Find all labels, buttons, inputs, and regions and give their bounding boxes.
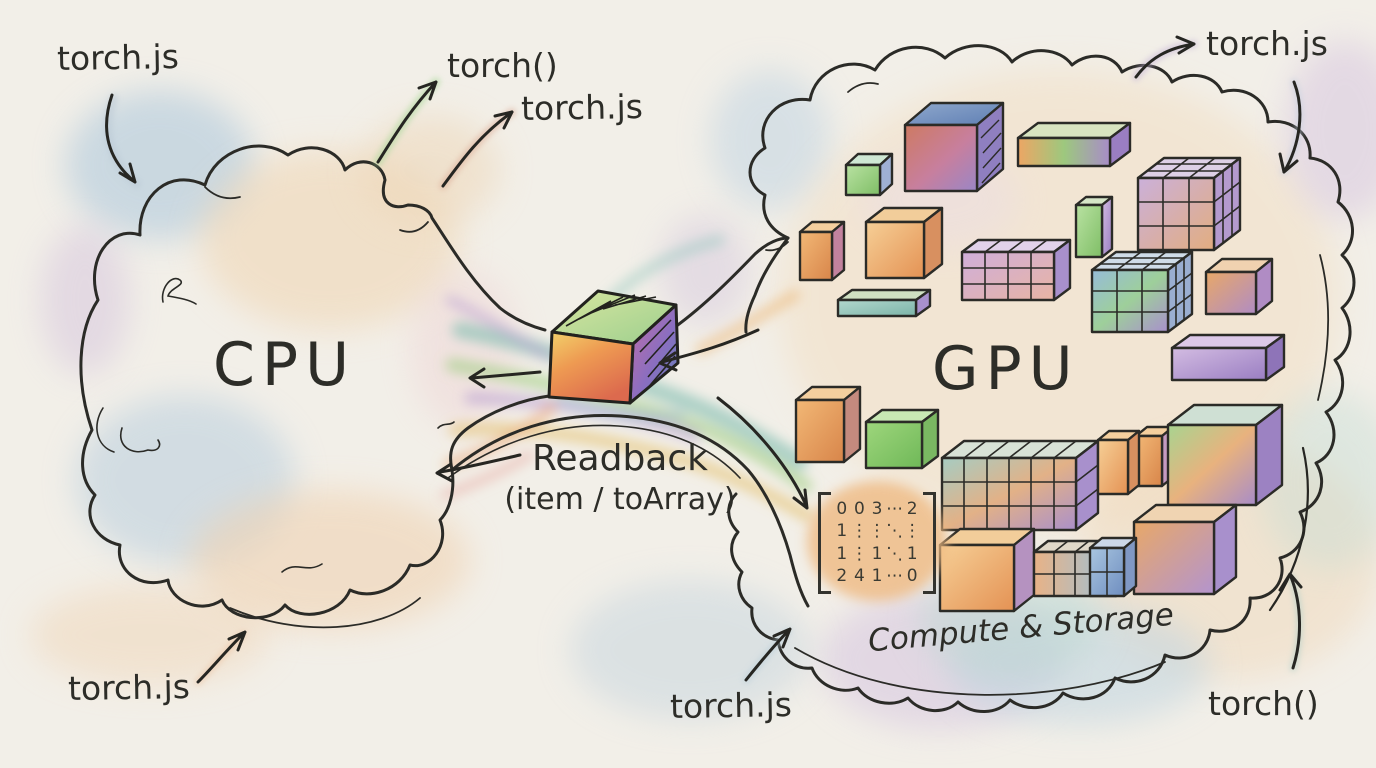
tensor-rubik-cube-blue — [1090, 250, 1194, 334]
tensor-grid-slab-purple — [960, 238, 1072, 302]
arrow-torch-js-top-left — [105, 93, 137, 184]
matrix-cell: 2 — [836, 566, 848, 587]
arrow-torch-js-bottom-left — [196, 630, 247, 684]
tensor-cube-orange — [864, 206, 944, 280]
matrix-cell: ⋮ — [903, 521, 921, 542]
cloud-sketch-arc — [847, 82, 879, 93]
cloud-sketch-arc — [204, 186, 241, 200]
label-torch-js-bottom-left: torch.js — [67, 666, 191, 709]
matrix-cell: 1 — [871, 566, 883, 587]
gpu-tensor-cubes — [794, 101, 1286, 613]
gpu-cloud-outline — [727, 44, 1356, 713]
arrow-torch-js-top-center — [441, 110, 514, 188]
label-cpu: CPU — [213, 330, 356, 400]
tensor-cube-orange-2 — [938, 527, 1036, 613]
matrix-cell: ⋱ — [886, 521, 904, 542]
matrix-cell: 4 — [853, 566, 865, 587]
arrow-torch-fn-top — [376, 80, 438, 164]
matrix-wash-blob — [807, 481, 947, 601]
arrow-cube-to-cpu — [468, 367, 542, 389]
arrow-gpu-down-right — [1278, 80, 1302, 174]
cloud-sketch-arc — [229, 597, 421, 629]
label-readback: Readback — [531, 438, 708, 479]
tensor-box-orange-tall — [794, 385, 862, 464]
tensor-rubik-cube-purple — [1136, 156, 1242, 252]
tensor-slab-purple — [1170, 333, 1286, 382]
tensor-cube-large-blue-red — [903, 101, 1005, 193]
arrow-stream-to-cpu — [435, 453, 522, 483]
tensor-cube-orange-purple-2 — [1132, 503, 1238, 596]
matrix-cell: ⋱ — [886, 543, 904, 564]
tensor-slab-wide — [1016, 121, 1132, 168]
tensor-box-orange-small — [798, 220, 846, 282]
tensor-slab-flat — [836, 288, 932, 318]
tensor-grid-box-large — [940, 439, 1100, 532]
label-torch-js-bottom-center: torch.js — [669, 684, 793, 727]
label-readback-sub: (item / toArray) — [504, 482, 736, 517]
label-gpu: GPU — [932, 334, 1080, 404]
matrix-cell: ⋯ — [886, 566, 904, 587]
arrow-torch-js-top-right — [1134, 35, 1196, 79]
matrix-cell: ⋯ — [886, 498, 904, 519]
arrows — [104, 35, 1309, 686]
arrow-into-gpu-matrix — [716, 396, 809, 510]
matrix-cell: ⋮ — [850, 521, 868, 542]
tensor-grid-cube-blue — [1088, 536, 1138, 598]
tensor-cube-green — [864, 408, 940, 470]
matrix-bracket-right — [923, 492, 936, 594]
matrix-cell: 2 — [906, 498, 918, 519]
cpu-cloud-outline — [79, 144, 551, 620]
matrix-cell: 3 — [871, 498, 883, 519]
tensor-cube-small-green — [844, 152, 894, 197]
cloud-sketch-arc — [399, 221, 429, 233]
label-torch-js-top-left: torch.js — [56, 36, 180, 79]
matrix-cell: 0 — [906, 566, 918, 587]
matrix-cell: 1 — [871, 543, 883, 564]
matrix-cell: 1 — [836, 521, 848, 542]
cloud-outlines — [79, 44, 1356, 713]
tensor-slab-thin — [1074, 195, 1114, 259]
pipe-lower-wall-sketch — [447, 424, 741, 479]
matrix-cell: 0 — [836, 498, 848, 519]
matrix-cell: ⋮ — [850, 543, 868, 564]
tensor-cube-orange-purple — [1204, 257, 1274, 316]
cloud-sketch-arc — [765, 241, 789, 252]
arrow-edge-arc-right — [1268, 446, 1309, 612]
matrix-cell: ⋮ — [868, 521, 886, 542]
cloud-sketch-arc — [1317, 254, 1329, 401]
pipe-upper-right — [666, 236, 790, 334]
arrow-gpu-to-cube-upper — [658, 328, 760, 372]
matrix-bracket-left — [818, 492, 831, 594]
tensor-box-orange-pair — [1096, 425, 1175, 496]
tensor-cube-large-rainbow — [1166, 403, 1284, 507]
pipe-lower-wall — [450, 413, 810, 608]
arrow-torch-js-bottom-center — [744, 627, 792, 682]
doodle-squiggles — [96, 277, 455, 573]
label-torch-js-top-center: torch.js — [520, 86, 644, 129]
matrix-cell: 0 — [853, 498, 865, 519]
label-torch-fn-bottom-right: torch() — [1208, 684, 1319, 723]
label-torch-js-top-right: torch.js — [1206, 24, 1328, 63]
readback-cube — [547, 289, 680, 405]
label-torch-fn-top: torch() — [447, 46, 558, 85]
cloud-sketch-arc — [794, 647, 1166, 696]
matrix-cell: 1 — [906, 543, 918, 564]
matrix-cell: 1 — [836, 543, 848, 564]
